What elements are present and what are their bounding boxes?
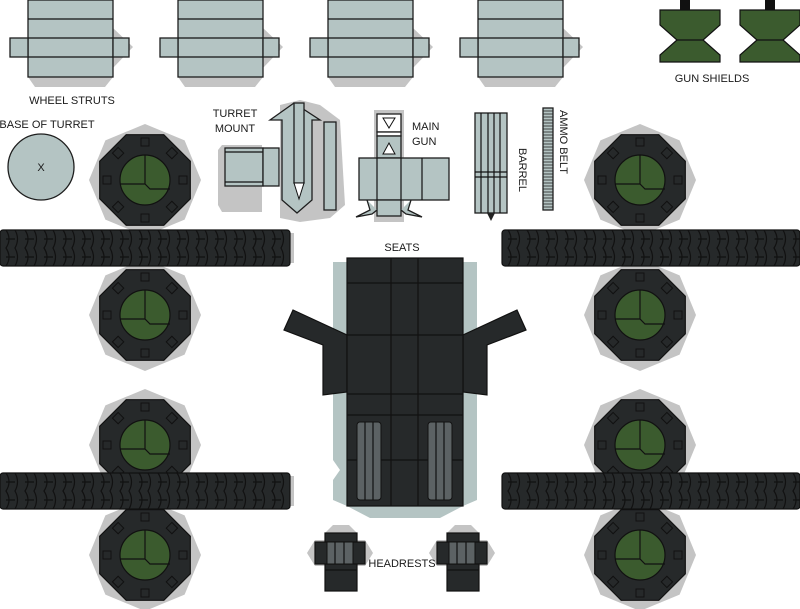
- ammo-belt-label: AMMO BELT: [557, 110, 569, 174]
- base-of-turret: [7, 133, 75, 201]
- main-gun: [355, 110, 450, 222]
- base-of-turret-label: BASE OF TURRET: [0, 119, 95, 131]
- turret-mount-label-2: MOUNT: [215, 123, 256, 135]
- headrests-label: HEADRESTS: [368, 558, 435, 570]
- tread: [501, 229, 800, 267]
- barrel: [474, 112, 508, 221]
- wheel-strut: [459, 0, 583, 87]
- wheel: [89, 124, 201, 236]
- main-gun-label-1: MAIN: [412, 121, 440, 133]
- wheel: [89, 499, 201, 609]
- main-gun-label-2: GUN: [412, 136, 437, 148]
- turret-mount-label-1: TURRET: [213, 108, 258, 120]
- gun-shield: [659, 0, 721, 63]
- headrest: [307, 525, 373, 592]
- wheel-struts-label: WHEEL STRUTS: [29, 95, 115, 107]
- base-mark: X: [37, 162, 45, 174]
- wheels-group: [89, 124, 696, 609]
- wheel: [584, 499, 696, 609]
- wheel: [584, 124, 696, 236]
- barrel-label: BARREL: [516, 148, 528, 192]
- headrests-group: [307, 525, 495, 592]
- treads-group: [0, 229, 800, 510]
- gun-shields-label: GUN SHIELDS: [675, 73, 750, 85]
- tread: [501, 472, 800, 510]
- headrest: [429, 525, 495, 592]
- wheel-struts-group: [9, 0, 583, 87]
- ammo-belt: [542, 107, 554, 211]
- turret-mount: [218, 100, 345, 222]
- wheel-strut: [9, 0, 133, 87]
- tread: [0, 229, 294, 267]
- wheel-strut: [309, 0, 433, 87]
- wheel: [89, 259, 201, 371]
- wheel: [584, 259, 696, 371]
- gun-shield: [739, 0, 800, 63]
- wheel-strut: [159, 0, 283, 87]
- seats-label: SEATS: [384, 242, 419, 254]
- tread: [0, 472, 294, 510]
- seats: [283, 257, 527, 518]
